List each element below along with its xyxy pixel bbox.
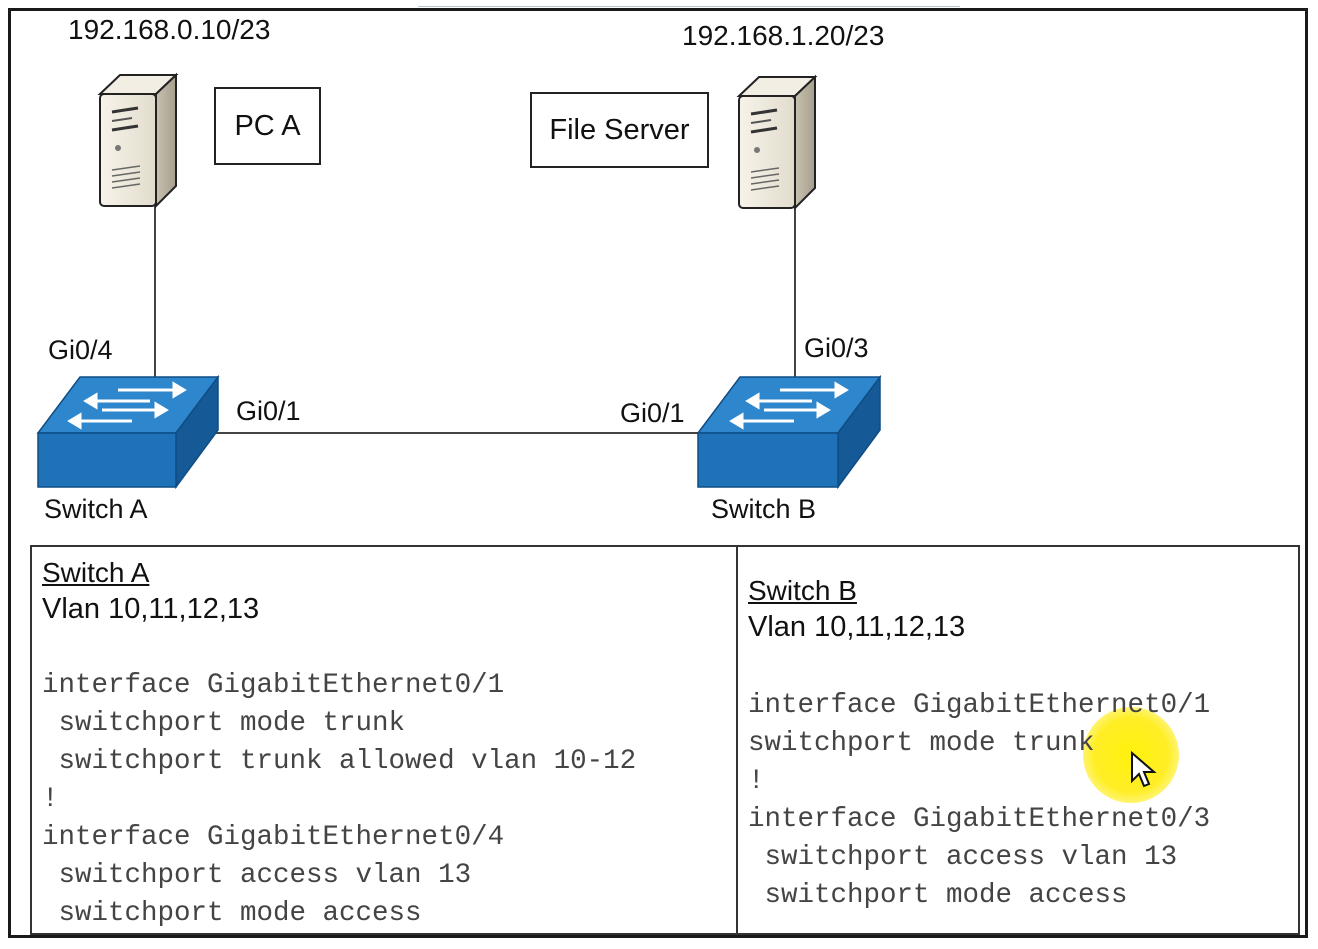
- switch-a-port-gi01: Gi0/1: [236, 396, 301, 426]
- switch-b-icon: [696, 374, 882, 490]
- switch-b-port-gi03: Gi0/3: [804, 333, 869, 363]
- config-line: interface GigabitEthernet0/3: [748, 804, 1211, 835]
- window-top-edge: [418, 0, 960, 7]
- config-line: interface GigabitEthernet0/4: [42, 822, 505, 853]
- switch-a-config-heading: Switch A: [42, 557, 150, 588]
- switch-b-config-heading: Switch B: [748, 575, 857, 606]
- config-line: switchport trunk allowed vlan 10-12: [42, 746, 637, 777]
- switch-b-config-code: interface GigabitEthernet0/1 switchport m…: [748, 687, 1210, 915]
- config-line: interface GigabitEthernet0/1: [748, 690, 1211, 721]
- switch-a-config-code: interface GigabitEthernet0/1 switchport …: [42, 667, 636, 933]
- config-line: switchport mode access: [748, 880, 1128, 911]
- file-server-label-box: File Server: [530, 92, 709, 168]
- config-line: switchport mode trunk: [748, 728, 1095, 759]
- switch-b-port-gi01: Gi0/1: [620, 398, 685, 428]
- switch-a-config-panel: Switch A Vlan 10,11,12,13 interface Giga…: [30, 545, 738, 935]
- config-line: !: [42, 784, 59, 815]
- pc-a-label-box: PC A: [214, 87, 321, 165]
- switch-a-vlan-list: Vlan 10,11,12,13: [42, 593, 260, 625]
- config-line: !: [748, 766, 765, 797]
- pc-a-label: PC A: [234, 109, 301, 142]
- file-server-ip-label: 192.168.1.20/23: [682, 20, 885, 51]
- config-line: switchport mode trunk: [42, 708, 406, 739]
- pc-a-ip-label: 192.168.0.10/23: [68, 14, 271, 45]
- config-line: switchport access vlan 13: [42, 860, 472, 891]
- config-line: switchport mode access: [42, 898, 422, 929]
- switch-a-label: Switch A: [44, 494, 148, 524]
- file-server-tower-icon: [736, 74, 818, 211]
- config-line: switchport access vlan 13: [748, 842, 1178, 873]
- switch-a-icon: [36, 374, 220, 490]
- switch-a-port-gi04: Gi0/4: [48, 335, 113, 365]
- switch-b-vlan-list: Vlan 10,11,12,13: [748, 611, 966, 643]
- file-server-label: File Server: [549, 113, 690, 146]
- mouse-cursor-icon: [1131, 751, 1157, 788]
- pc-a-tower-icon: [97, 72, 179, 209]
- config-line: interface GigabitEthernet0/1: [42, 670, 505, 701]
- switch-b-config-panel: Switch B Vlan 10,11,12,13 interface Giga…: [736, 545, 1300, 935]
- switch-b-label: Switch B: [711, 494, 817, 524]
